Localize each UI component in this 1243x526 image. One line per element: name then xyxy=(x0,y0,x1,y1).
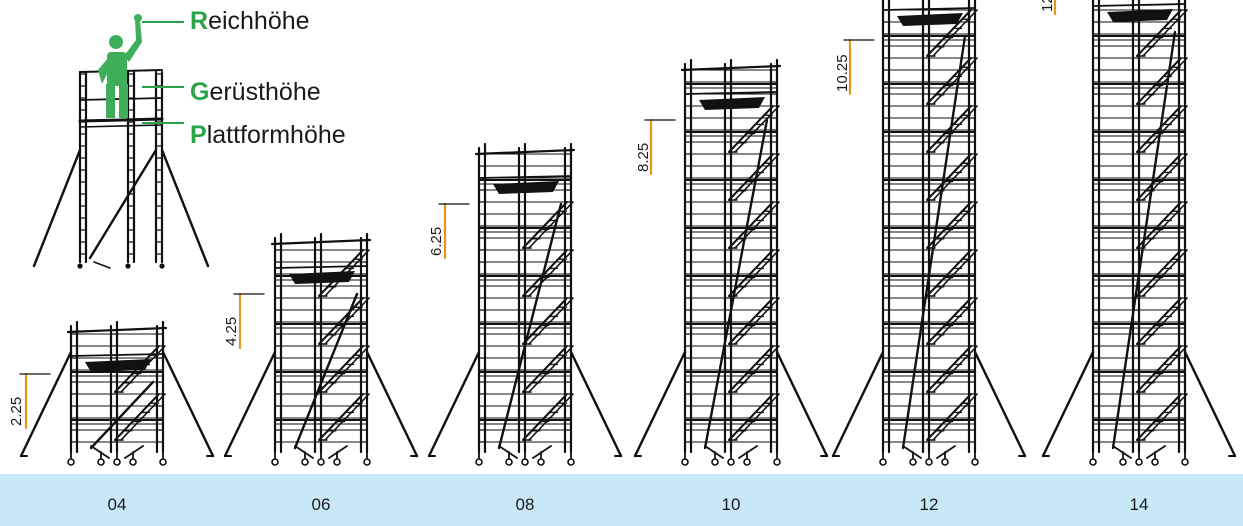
tower-04-platform xyxy=(85,359,151,372)
illustration-wheel xyxy=(77,263,83,269)
tower-12-height-marker xyxy=(843,38,875,96)
tower-14-platform xyxy=(1107,9,1173,22)
height-label-10: 8.25 xyxy=(635,142,652,172)
tower-14-height-marker xyxy=(1053,0,1057,16)
tower-04-wheel xyxy=(113,458,121,466)
legend-line-scaffold xyxy=(142,86,184,88)
model-label-14: 14 xyxy=(1129,495,1149,514)
legend-reach-initial: R xyxy=(190,7,209,35)
tower-10-wheel xyxy=(727,458,735,466)
tower-06-wheel xyxy=(333,458,341,466)
height-label-12: 10.25 xyxy=(834,54,851,92)
tower-14-wheel xyxy=(1181,458,1189,466)
legend-illustration xyxy=(32,14,210,269)
tower-12-wheel xyxy=(941,458,949,466)
worker-hand xyxy=(134,14,142,22)
worker-head xyxy=(109,35,123,49)
legend-scaffold-rest: erüsthöhe xyxy=(209,78,321,106)
model-bar: 04 06 08 10 12 14 xyxy=(0,474,1243,526)
tower-04-height-marker xyxy=(19,372,51,430)
worker-raised-arm xyxy=(124,20,142,62)
tower-04-wheel xyxy=(129,458,137,466)
tower-12-wheel xyxy=(909,458,917,466)
tower-12-platform xyxy=(897,13,963,26)
legend-scaffold-height: Gerüsthöhe xyxy=(190,80,321,105)
tower-04-wheel xyxy=(159,458,167,466)
tower-10-height-marker xyxy=(644,118,676,176)
tower-06 xyxy=(223,232,419,466)
tower-06-wheel xyxy=(271,458,279,466)
model-label-08: 08 xyxy=(515,495,535,514)
tower-10-wheel xyxy=(681,458,689,466)
legend-reach-rest: eichhöhe xyxy=(208,7,310,35)
tower-12-wheel xyxy=(925,458,933,466)
tower-08-wheel xyxy=(475,458,483,466)
tower-04 xyxy=(19,320,215,466)
tower-14-wheel xyxy=(1119,458,1127,466)
tower-08-height-marker xyxy=(438,202,470,260)
worker-leg-left xyxy=(106,84,115,118)
scaffold-drawing xyxy=(19,0,1237,466)
tower-04-wheel xyxy=(97,458,105,466)
height-label-06: 4.25 xyxy=(223,316,240,346)
legend-platform-height: Plattformhöhe xyxy=(190,123,346,148)
tower-04-wheel xyxy=(67,458,75,466)
legend-platform-initial: P xyxy=(190,121,207,149)
worker-leg-right xyxy=(119,84,128,118)
tower-08-platform xyxy=(493,181,559,194)
height-label-08: 6.25 xyxy=(428,226,445,256)
tower-08 xyxy=(427,142,623,466)
height-label-04: 2.25 xyxy=(8,396,25,426)
tower-06-height-marker xyxy=(233,292,265,350)
legend-scaffold-initial: G xyxy=(190,78,210,106)
tower-12-wheel xyxy=(971,458,979,466)
model-label-10: 10 xyxy=(721,495,741,514)
tower-12 xyxy=(831,0,1027,466)
scaffold-diagram xyxy=(19,0,1237,466)
worker-figure xyxy=(98,14,142,118)
tower-14 xyxy=(1041,0,1237,466)
worker-arm-left xyxy=(98,58,108,84)
tower-08-wheel xyxy=(505,458,513,466)
illustration-wheel xyxy=(159,263,165,269)
tower-08-wheel xyxy=(567,458,575,466)
tower-12-wheel xyxy=(879,458,887,466)
tower-10-platform xyxy=(699,97,765,110)
tower-06-wheel xyxy=(363,458,371,466)
height-label-14: 12.25 xyxy=(1039,0,1056,12)
model-label-12: 12 xyxy=(919,495,939,514)
tower-10 xyxy=(633,58,829,466)
legend-platform-rest: lattformhöhe xyxy=(206,121,346,149)
tower-10-wheel xyxy=(743,458,751,466)
illustration-wheel xyxy=(125,263,131,269)
tower-14-wheel xyxy=(1135,458,1143,466)
legend-reach-height: Reichhöhe xyxy=(190,9,310,34)
tower-14-wheel xyxy=(1151,458,1159,466)
tower-08-wheel xyxy=(537,458,545,466)
legend-line-reach xyxy=(142,21,184,23)
legend-line-platform xyxy=(142,122,184,124)
model-label-04: 04 xyxy=(107,495,127,514)
tower-08-wheel xyxy=(521,458,529,466)
tower-06-wheel xyxy=(317,458,325,466)
tower-10-wheel xyxy=(773,458,781,466)
worker-torso xyxy=(107,52,127,86)
tower-14-wheel xyxy=(1089,458,1097,466)
model-label-06: 06 xyxy=(311,495,331,514)
tower-10-wheel xyxy=(711,458,719,466)
tower-06-wheel xyxy=(301,458,309,466)
